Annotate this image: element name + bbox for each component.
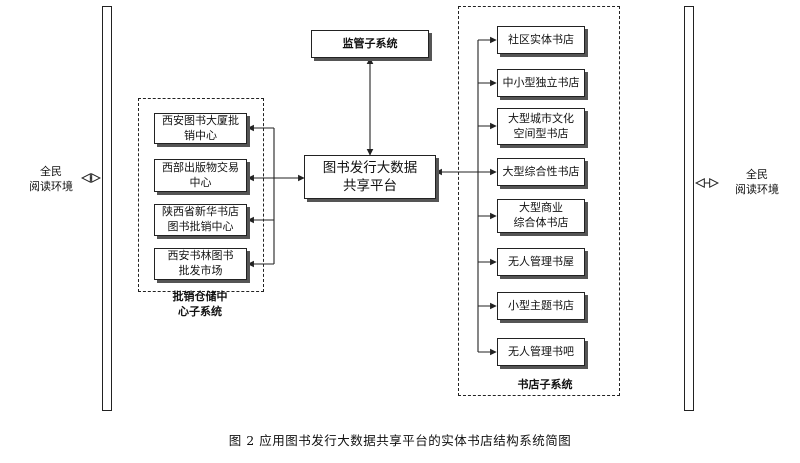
warehouse-node-3: 陕西省新华书店 图书批销中心 — [154, 204, 247, 236]
store-node-5: 大型商业 综合体书店 — [497, 199, 585, 233]
environment-label-left: 全民 阅读环境 — [29, 165, 73, 193]
warehouse-node-4: 西安书林图书 批发市场 — [154, 248, 247, 280]
bookstore-subsystem-frame — [458, 6, 620, 396]
store-node-3: 大型城市文化 空间型书店 — [497, 108, 585, 145]
store-node-6: 无人管理书屋 — [497, 248, 585, 276]
bookstore-subsystem-title: 书店子系统 — [517, 378, 573, 391]
supervision-subsystem-box: 监管子系统 — [311, 30, 429, 58]
environment-label-right: 全民 阅读环境 — [735, 168, 779, 196]
warehouse-subsystem-frame — [138, 98, 264, 292]
platform-box: 图书发行大数据 共享平台 — [304, 155, 436, 199]
store-node-1: 社区实体书店 — [497, 26, 585, 54]
warehouse-node-1: 西安图书大厦批 销中心 — [154, 113, 247, 144]
store-node-8: 无人管理书吧 — [497, 338, 585, 366]
warehouse-subsystem-title: 批销仓储中 心子系统 — [172, 290, 228, 318]
figure-caption: 图 2 应用图书发行大数据共享平台的实体书店结构系统简图 — [228, 433, 572, 448]
store-node-4: 大型综合性书店 — [497, 158, 585, 186]
environment-bar-left — [102, 6, 112, 411]
store-node-7: 小型主题书店 — [497, 292, 585, 320]
warehouse-node-2: 西部出版物交易 中心 — [154, 159, 247, 192]
environment-bar-right — [684, 6, 694, 411]
store-node-2: 中小型独立书店 — [497, 69, 585, 97]
